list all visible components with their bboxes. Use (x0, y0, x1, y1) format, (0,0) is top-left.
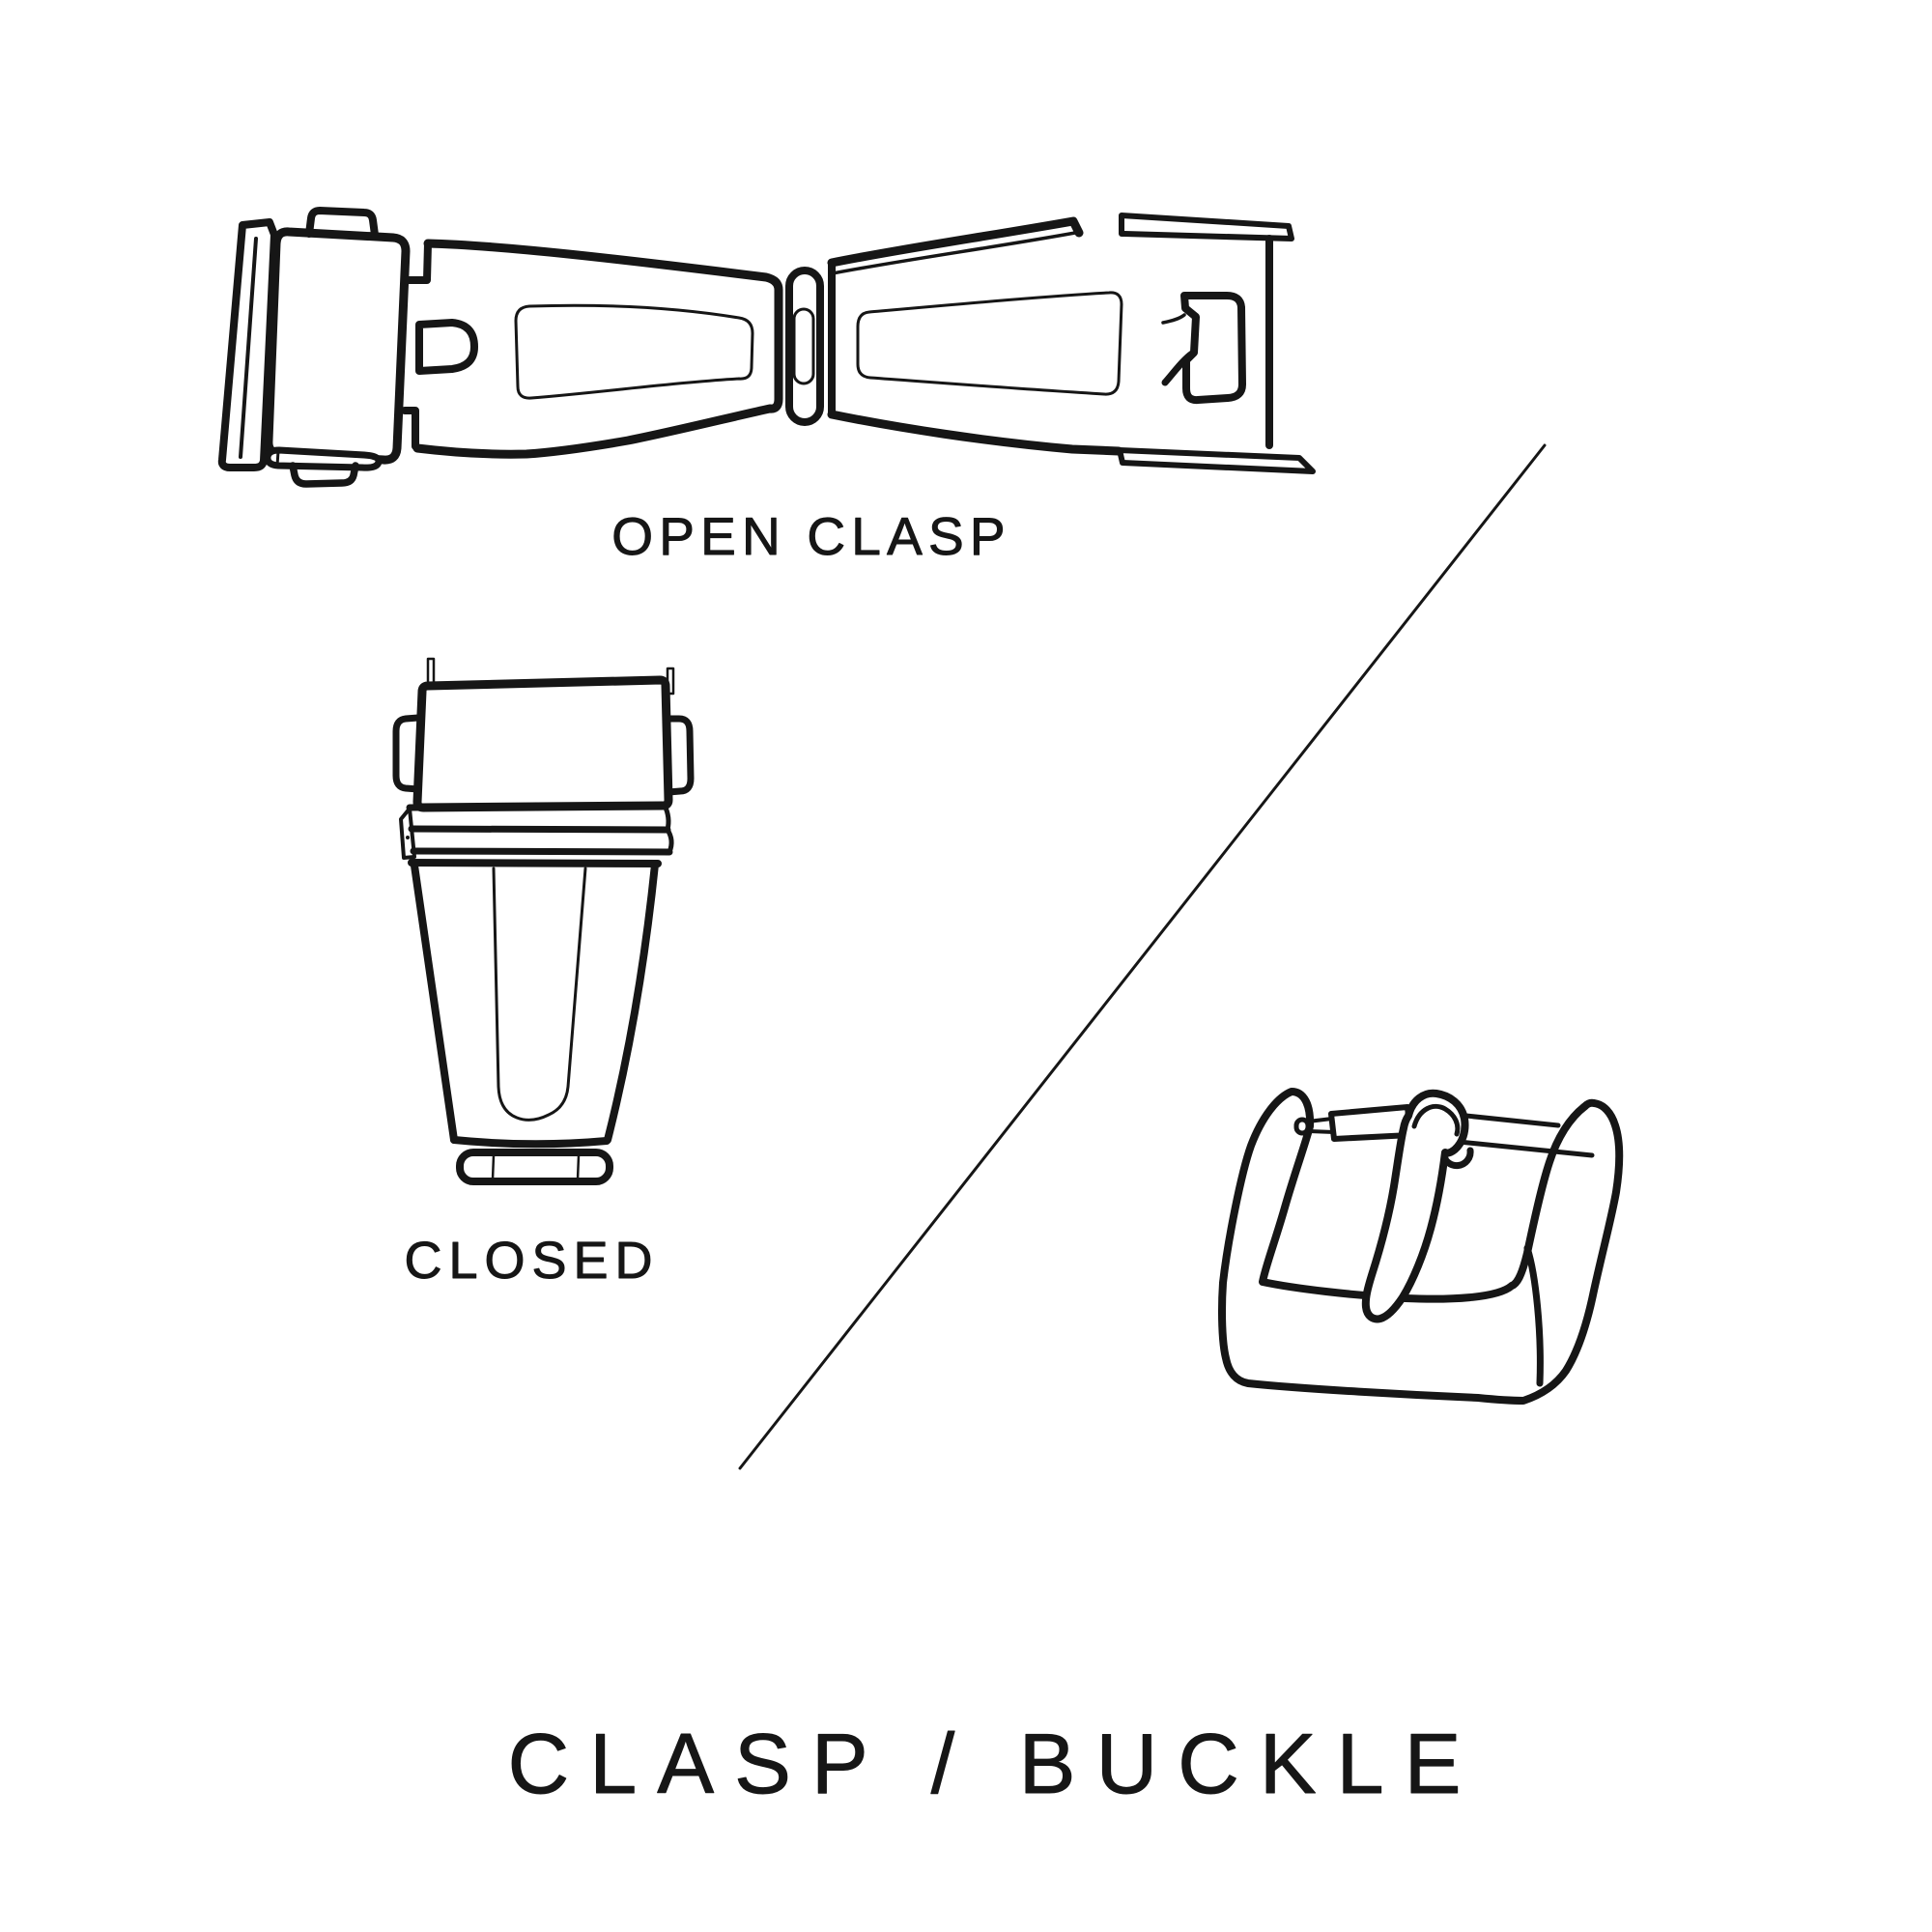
svg-text:CLASP / BUCKLE: CLASP / BUCKLE (508, 1716, 1482, 1811)
svg-text:OPEN CLASP: OPEN CLASP (611, 506, 1011, 566)
svg-text:CLOSED: CLOSED (404, 1232, 659, 1290)
